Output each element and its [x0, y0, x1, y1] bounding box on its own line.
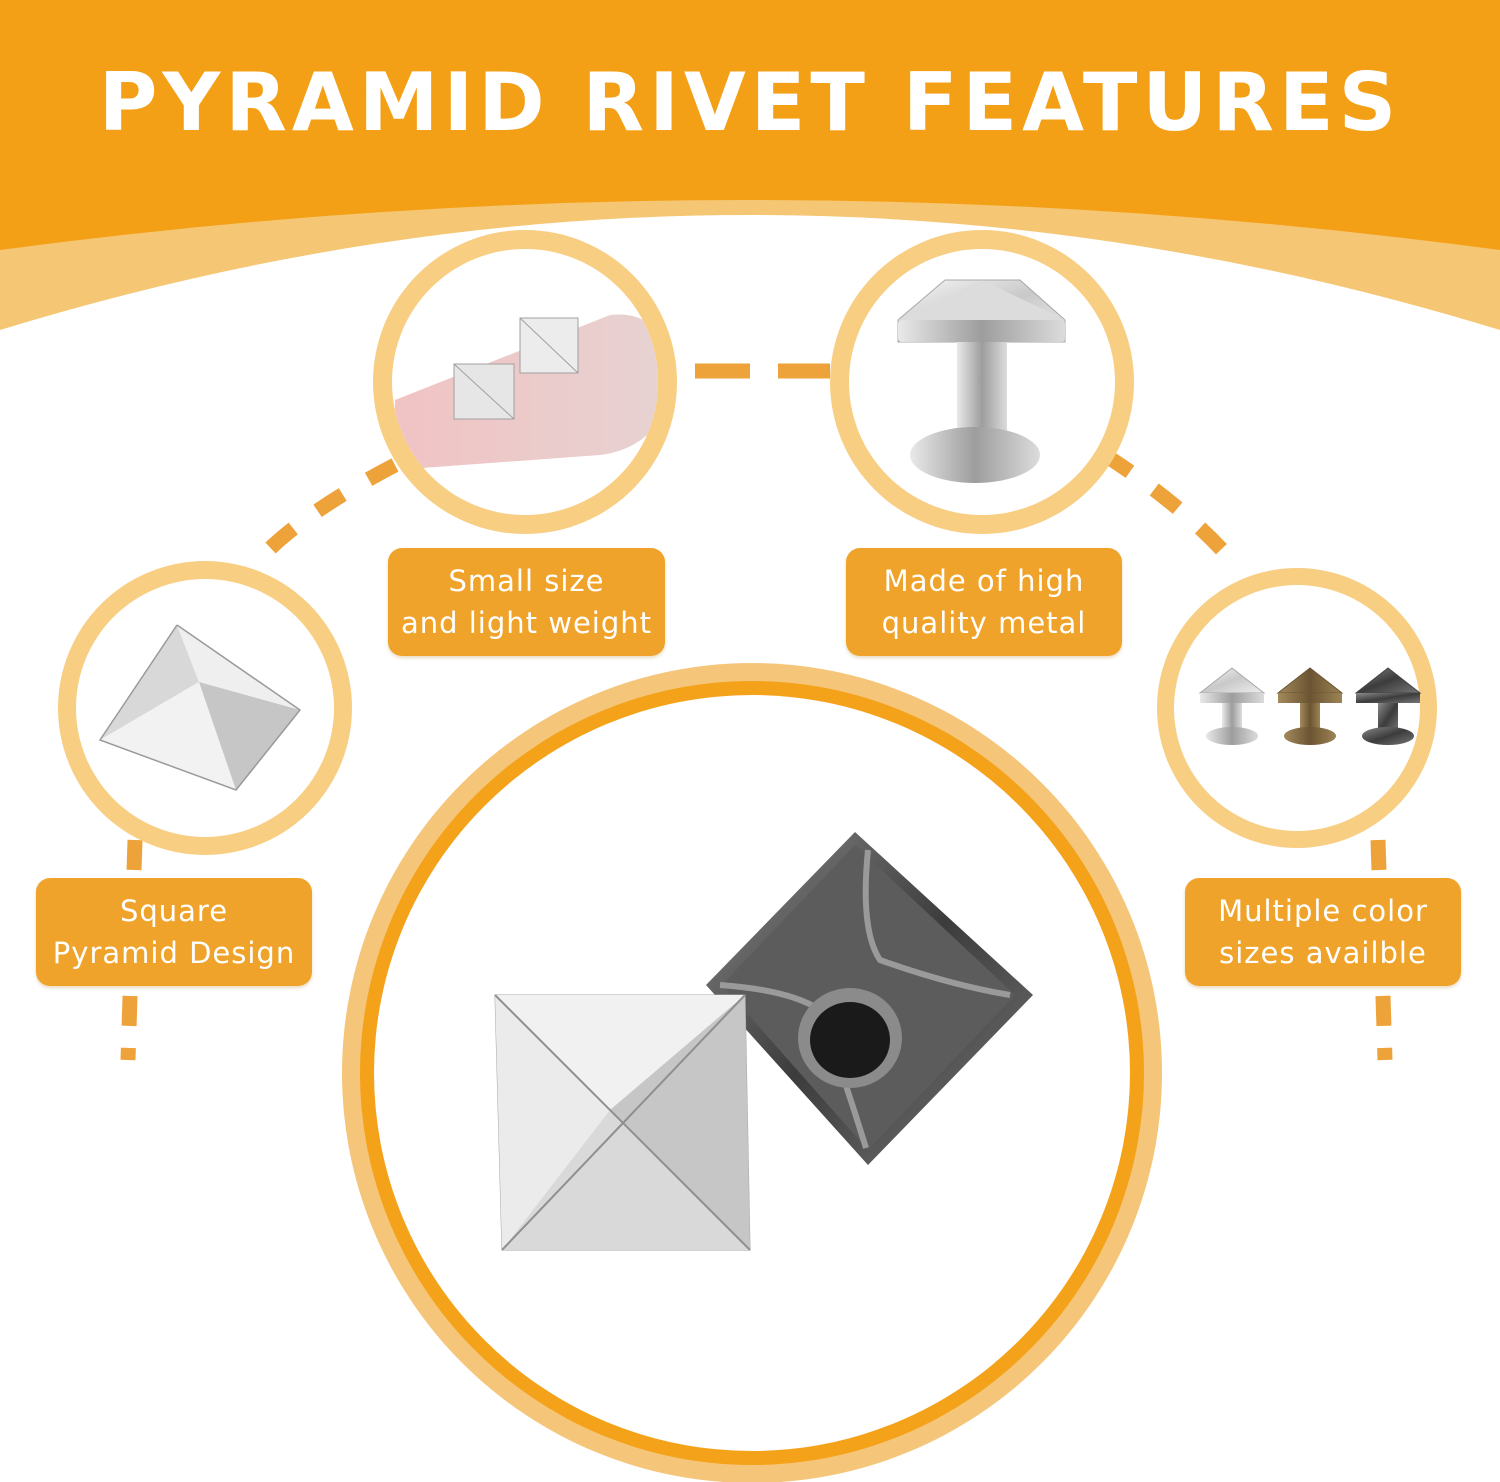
feature-label-small-size: Small size and light weight — [388, 548, 665, 656]
pyramid-rivet-front — [494, 994, 751, 1251]
main-circle — [342, 663, 1162, 1482]
feature-label-line1: Made of high — [883, 564, 1085, 598]
feature-label-colors: Multiple color sizes availble — [1185, 878, 1461, 986]
feature-label-metal: Made of high quality metal — [846, 548, 1122, 656]
pyramid-rivet-back — [706, 832, 1033, 1165]
studs-on-finger-icon — [395, 314, 658, 470]
feature-label-line2: quality metal — [881, 606, 1087, 640]
feature-label-line1: Small size — [448, 564, 605, 598]
header-banner — [0, 0, 1500, 330]
feature-label-square-pyramid: Square Pyramid Design — [36, 878, 312, 986]
page-title: PYRAMID RIVET FEATURES — [98, 56, 1402, 149]
feature-label-line2: sizes availble — [1219, 936, 1427, 970]
feature-label-line1: Square — [119, 894, 229, 928]
feature-label-line2: Pyramid Design — [52, 936, 296, 970]
feature-label-line1: Multiple color — [1218, 894, 1428, 928]
feature-label-line2: and light weight — [400, 606, 653, 640]
square-pyramid-stud-icon — [98, 624, 302, 791]
mushroom-rivet-icon — [897, 279, 1066, 483]
three-color-rivets-icon — [1198, 667, 1422, 745]
